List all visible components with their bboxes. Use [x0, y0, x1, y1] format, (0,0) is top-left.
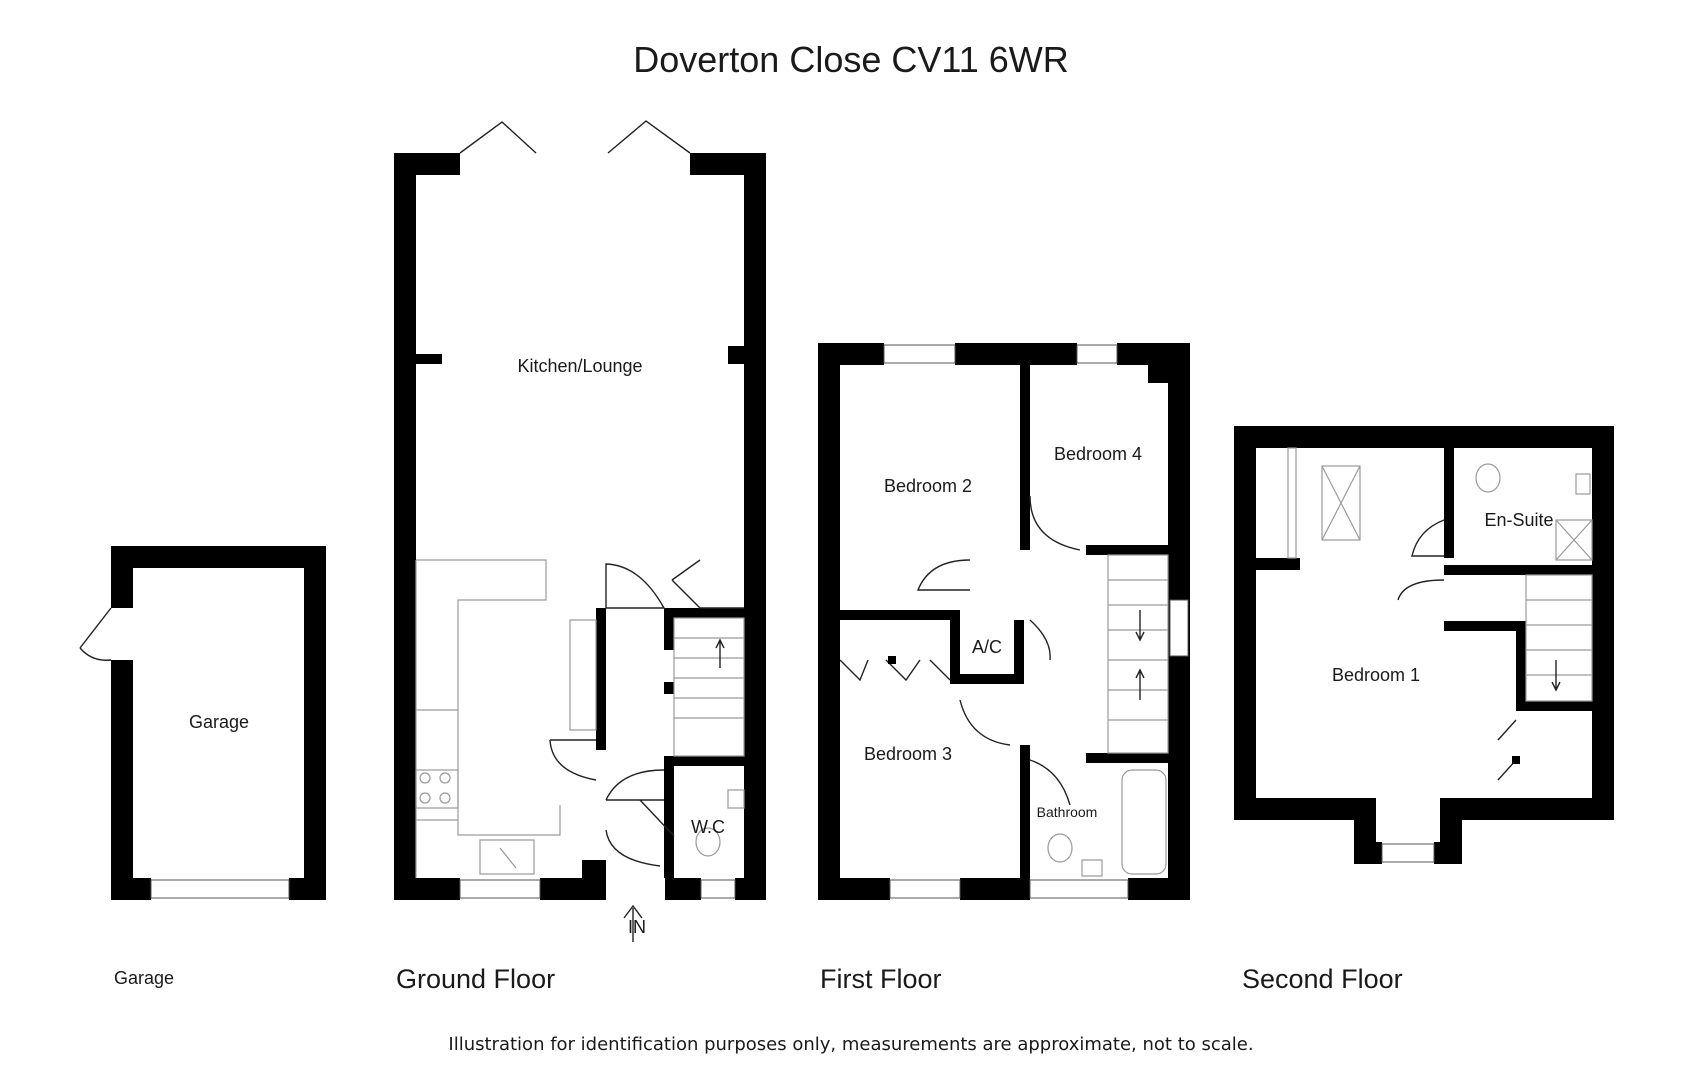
- second-floor-plan: Bedroom 1 En-Suite: [1234, 426, 1614, 864]
- second-en-suite-label: En-Suite: [1484, 510, 1553, 530]
- first-bathroom-label: Bathroom: [1037, 804, 1098, 820]
- floor-label-garage: Garage: [114, 968, 174, 988]
- first-bedroom4-label: Bedroom 4: [1054, 444, 1142, 464]
- floor-label-first: First Floor: [820, 964, 942, 994]
- entrance-label: IN: [628, 917, 646, 937]
- floor-label-second: Second Floor: [1242, 964, 1403, 994]
- first-bedroom3-label: Bedroom 3: [864, 744, 952, 764]
- ground-floor-plan: Kitchen/Lounge W.C IN: [394, 120, 766, 942]
- first-floor-plan: Bedroom 2 Bedroom 4 A/C Bedroom 3 Bathro…: [818, 343, 1190, 900]
- second-bedroom1-label: Bedroom 1: [1332, 665, 1420, 685]
- ground-kitchen-lounge-label: Kitchen/Lounge: [517, 356, 642, 376]
- ground-wc-label: W.C: [691, 817, 725, 837]
- first-bedroom2-label: Bedroom 2: [884, 476, 972, 496]
- garage-plan: Garage: [79, 546, 326, 900]
- disclaimer: Illustration for identification purposes…: [448, 1034, 1253, 1055]
- garage-room-label: Garage: [189, 712, 249, 732]
- first-ac-label: A/C: [972, 637, 1002, 657]
- plan-title: Doverton Close CV11 6WR: [633, 39, 1069, 80]
- floor-label-ground: Ground Floor: [396, 964, 555, 994]
